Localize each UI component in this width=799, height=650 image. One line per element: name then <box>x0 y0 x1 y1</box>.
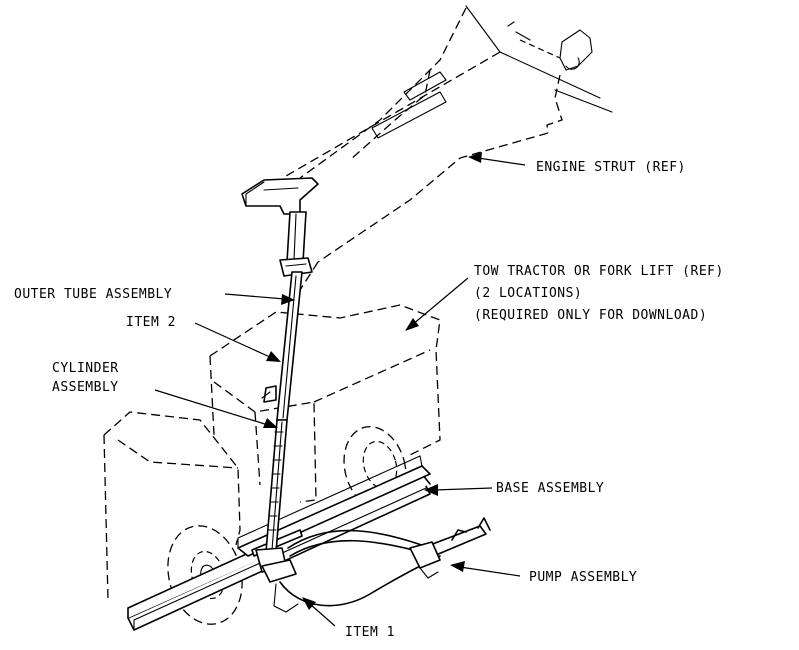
leader-lines <box>154 152 526 627</box>
label-cylinder: CYLINDER <box>52 361 119 376</box>
upper-link <box>279 211 313 277</box>
engine-strut-drawing <box>285 5 613 291</box>
label-item-2: ITEM 2 <box>126 315 176 330</box>
label-tow-tractor: TOW TRACTOR OR FORK LIFT (REF) <box>474 264 724 279</box>
label-item-1: ITEM 1 <box>345 625 395 640</box>
label-tow-tractor-note: (REQUIRED ONLY FOR DOWNLOAD) <box>474 308 707 323</box>
label-engine-strut: ENGINE STRUT (REF) <box>536 160 686 175</box>
pump-assembly <box>409 517 491 579</box>
strut-adapter-block <box>241 177 319 215</box>
label-outer-tube-assembly: OUTER TUBE ASSEMBLY <box>14 287 172 302</box>
label-base-assembly: BASE ASSEMBLY <box>496 481 604 496</box>
label-cylinder-assembly: ASSEMBLY <box>52 380 119 395</box>
jack-base <box>255 547 299 613</box>
label-pump-assembly: PUMP ASSEMBLY <box>529 570 637 585</box>
label-tow-tractor-locations: (2 LOCATIONS) <box>474 286 582 301</box>
